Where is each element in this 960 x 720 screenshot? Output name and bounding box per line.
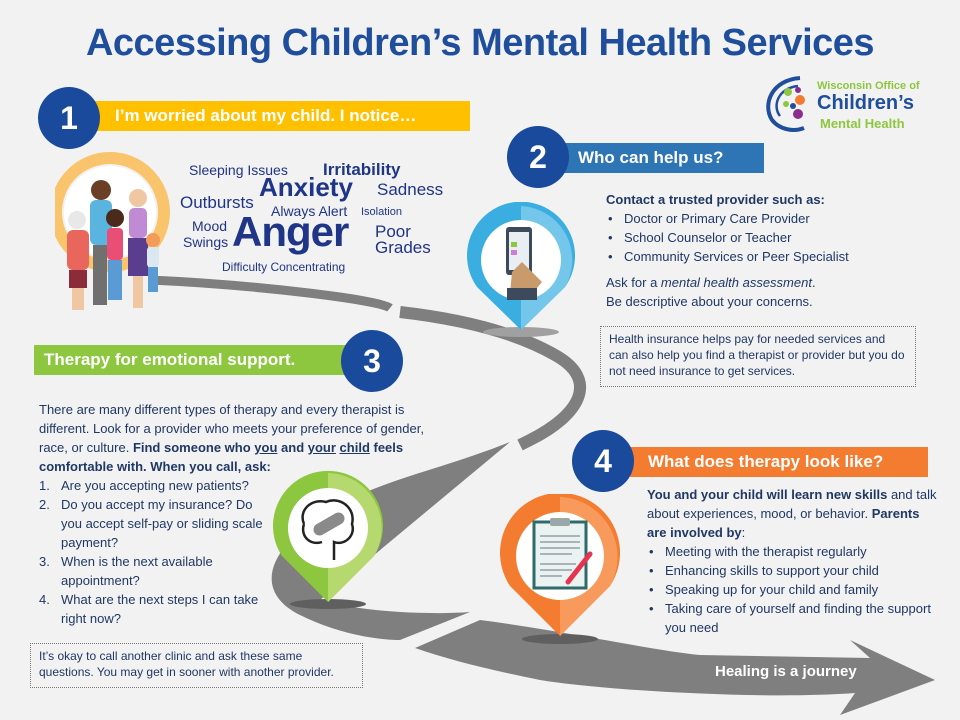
involvement-item: Meeting with the therapist regularly [647,542,937,561]
comfortable-text: feels comfortable with. When you call, a… [39,440,404,474]
underline-your: your [307,440,336,455]
question-number: 2. [39,497,50,512]
word-grades: Grades [375,238,431,257]
ask-prefix: Ask for a [606,275,661,290]
word-mood: Mood [192,218,228,234]
word-always-alert: Always Alert [271,203,348,219]
underline-child: child [339,440,370,455]
question-number: 3. [39,554,50,569]
question-text: Are you accepting new patients? [61,478,249,493]
ask-emphasis: mental health assessment [660,275,812,290]
logo-line-2: Children’s [817,92,915,114]
involvement-item: Enhancing skills to support your child [647,561,937,580]
find-someone-text: Find someone who [132,440,255,455]
colon-text: : [741,525,746,540]
word-irritability: Irritability [323,160,401,179]
step-1-heading: I’m worried about my child. I notice… [95,101,470,131]
step-3-number: 3 [341,330,403,392]
healing-journey-label: Healing is a journey [715,663,857,680]
parents-involved-text: Parents are involved by [647,506,920,540]
word-outbursts: Outbursts [180,193,254,212]
word-swings: Swings [183,234,229,250]
step-4-heading: What does therapy look like? [630,447,928,477]
step-2-heading: Who can help us? [560,143,764,173]
word-poor: Poor [375,222,411,241]
step-2-number: 2 [507,126,569,188]
be-descriptive-text: Be descriptive about your concerns. [606,294,813,309]
logo-line-3: Mental Health [820,116,905,131]
question-item: 4. What are the next steps I can take rig… [39,590,269,628]
learn-new-skills-text: You and your child will learn new skills [647,487,888,502]
call-questions-list: 1. Are you accepting new patients? 2. Do y… [39,476,269,628]
family-illustration-icon [55,152,170,310]
provider-item: Doctor or Primary Care Provider [606,209,916,228]
step-4-intro: You and your child will learn new skills… [647,485,937,542]
involvement-item: Speaking up for your child and family [647,580,937,599]
parent-involvement-list: Meeting with the therapist regularly Enh… [647,542,937,637]
page-title: Accessing Children’s Mental Health Servi… [85,22,875,64]
provider-item: Community Services or Peer Specialist [606,247,916,266]
question-item: 2. Do you accept my insurance? Do you acc… [39,495,269,552]
step-1-number: 1 [38,87,100,149]
step-3-paragraph: There are many different types of therap… [39,402,424,455]
step-3-heading: Therapy for emotional support. [34,345,374,375]
word-difficulty-concentrating: Difficulty Concentrating [222,260,346,274]
phone-pin-icon [467,202,575,337]
question-number: 1. [39,478,50,493]
and-text: and [277,440,308,455]
step-2-body: Contact a trusted provider such as: Doct… [606,190,916,311]
question-item: 1. Are you accepting new patients? [39,476,269,495]
involvement-item: Taking care of yourself and finding the … [647,599,937,637]
ask-suffix: . [811,275,816,290]
step-4-number: 4 [572,430,634,492]
insurance-note: Health insurance helps pay for needed se… [600,326,916,387]
word-sadness: Sadness [377,180,444,199]
question-item: 3. When is the next available appointment… [39,552,269,590]
provider-item: School Counselor or Teacher [606,228,916,247]
word-sleeping-issues: Sleeping Issues [189,162,288,178]
intro-rest-text: and talk about experiences, mood, or beh… [647,487,937,521]
question-text: Do you accept my insurance? Do you accep… [61,497,263,550]
word-anger: Anger [232,208,349,255]
provider-list: Doctor or Primary Care Provider School C… [606,209,916,266]
logo-line-1: Wisconsin Office of [817,80,920,92]
logo-swirl-icon [766,76,805,132]
call-another-clinic-note: It’s okay to call another clinic and ask… [30,643,363,688]
underline-you: you [254,440,278,455]
logo-wisconsin-ocmh: Wisconsin Office of Children’s Mental He… [760,72,930,136]
question-number: 4. [39,592,50,607]
clipboard-pin-icon [500,494,620,644]
word-anxiety: Anxiety [259,172,353,202]
word-isolation: Isolation [361,206,402,218]
step-4-body: You and your child will learn new skills… [647,485,937,637]
ask-assessment-text: Ask for a mental health assessment. [606,273,916,292]
brain-bandage-pin-icon [273,470,383,609]
question-text: When is the next available appointment? [61,554,213,588]
step-3-body: There are many different types of therap… [39,400,454,476]
question-text: What are the next steps I can take right… [61,592,259,626]
step-2-intro: Contact a trusted provider such as: [606,192,825,207]
